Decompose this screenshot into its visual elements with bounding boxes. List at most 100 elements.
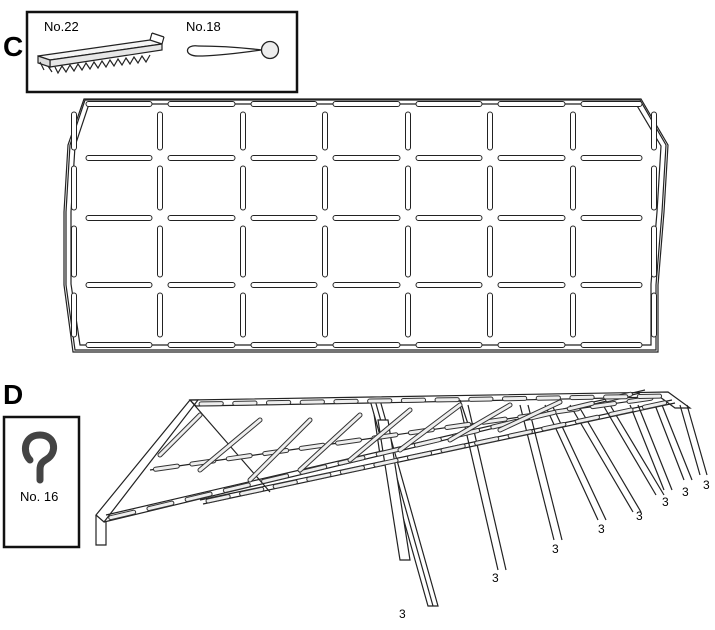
canopy-tube <box>529 410 556 420</box>
canopy-tube <box>240 487 264 496</box>
canopy-tube <box>414 438 441 447</box>
frame-rail <box>332 101 401 107</box>
canopy-tube <box>299 443 325 450</box>
leg-label: 3 <box>703 478 710 492</box>
canopy-tube <box>445 422 471 430</box>
frame-rail <box>332 282 401 288</box>
canopy-tube <box>336 438 361 445</box>
canopy-tube <box>307 473 331 481</box>
part-no18-label: No.18 <box>186 19 221 34</box>
frame-rail <box>405 111 411 151</box>
frame-rail <box>71 292 77 338</box>
frame-rail <box>250 282 318 288</box>
frame-rail <box>415 215 483 221</box>
step-d-parts-box <box>2 415 81 549</box>
frame-rail <box>580 215 643 221</box>
frame-rail <box>157 292 163 338</box>
frame-rail <box>157 165 163 211</box>
frame-rail <box>167 215 236 221</box>
flat-frame-grid <box>63 98 669 353</box>
leg-label: 3 <box>636 509 643 523</box>
frame-rail <box>322 225 328 278</box>
canopy-tube <box>223 483 250 492</box>
canopy-tube <box>158 413 202 457</box>
canopy-tube <box>198 418 262 472</box>
frame-rail <box>651 165 657 211</box>
frame-rail <box>497 215 566 221</box>
frame-rail <box>85 215 153 221</box>
canopy-tubes <box>108 391 668 521</box>
canopy-tube <box>340 466 364 474</box>
frame-rail <box>570 225 576 278</box>
frame-rail <box>71 165 77 211</box>
frame-rail <box>322 165 328 211</box>
part-no16-label: No. 16 <box>20 489 58 504</box>
frame-rail <box>71 111 77 151</box>
canopy-tube <box>642 401 667 409</box>
canopy-tube <box>185 492 212 501</box>
frame-rail <box>250 215 318 221</box>
frame-rail <box>497 342 566 348</box>
frame-rail <box>487 165 493 211</box>
frame-rail <box>332 155 401 161</box>
step-d-letter: D <box>3 379 23 410</box>
frame-rail <box>487 225 493 278</box>
frame-rail <box>240 225 246 278</box>
step-c-letter: C <box>3 31 23 62</box>
leg-label: 3 <box>492 571 499 585</box>
frame-rail <box>580 342 643 348</box>
frame-rail <box>405 292 411 338</box>
frame-rail <box>322 111 328 151</box>
step-c-parts-box <box>25 10 299 94</box>
rail-connector-icon <box>37 32 165 75</box>
canopy-tube <box>441 444 465 452</box>
canopy-tube <box>448 403 512 442</box>
frame-rail <box>167 101 236 107</box>
leg-labels: 3 3 3 3 3 3 3 3 <box>399 478 710 621</box>
frame-rail <box>580 282 643 288</box>
frame-rail <box>250 101 318 107</box>
canopy-tube <box>273 480 297 488</box>
frame-rail <box>405 165 411 211</box>
canopy-tube <box>508 430 532 438</box>
frame-rail <box>332 215 401 221</box>
frame-rail <box>85 101 153 107</box>
frame-rail <box>240 111 246 151</box>
canopy-tube <box>498 400 562 432</box>
frame-rail <box>570 292 576 338</box>
frame-rail <box>85 155 153 161</box>
leg-label: 3 <box>552 542 559 556</box>
frame-rail <box>167 342 236 348</box>
frame-rail <box>415 101 483 107</box>
frame-rail <box>85 342 153 348</box>
canopy-tube <box>206 495 230 503</box>
leg-label: 3 <box>399 607 406 621</box>
canopy-tube <box>591 402 616 409</box>
frame-rail <box>250 155 318 161</box>
frame-rail <box>157 111 163 151</box>
frame-rail <box>240 165 246 211</box>
canopy-tube <box>109 510 136 520</box>
frame-rail <box>487 292 493 338</box>
frame-rail <box>497 155 566 161</box>
part-no22-label: No.22 <box>44 19 79 34</box>
frame-rail <box>580 155 643 161</box>
leg-label: 3 <box>682 485 689 499</box>
frame-rail <box>415 282 483 288</box>
canopy-tube <box>609 408 633 416</box>
leg-label: 3 <box>662 495 669 509</box>
frame-rail <box>487 111 493 151</box>
canopy-tube <box>376 447 403 456</box>
canopy-tube <box>298 413 362 472</box>
canopy-tube <box>262 474 289 483</box>
frame-rail <box>651 111 657 151</box>
frame-rail <box>570 165 576 211</box>
frame-rail <box>167 282 236 288</box>
frame-rails <box>71 101 657 348</box>
frame-rail <box>85 282 153 288</box>
frame-rail <box>497 101 566 107</box>
canopy-tube <box>407 451 432 460</box>
canopy-tube <box>226 454 252 461</box>
canopy-tube <box>248 418 312 482</box>
